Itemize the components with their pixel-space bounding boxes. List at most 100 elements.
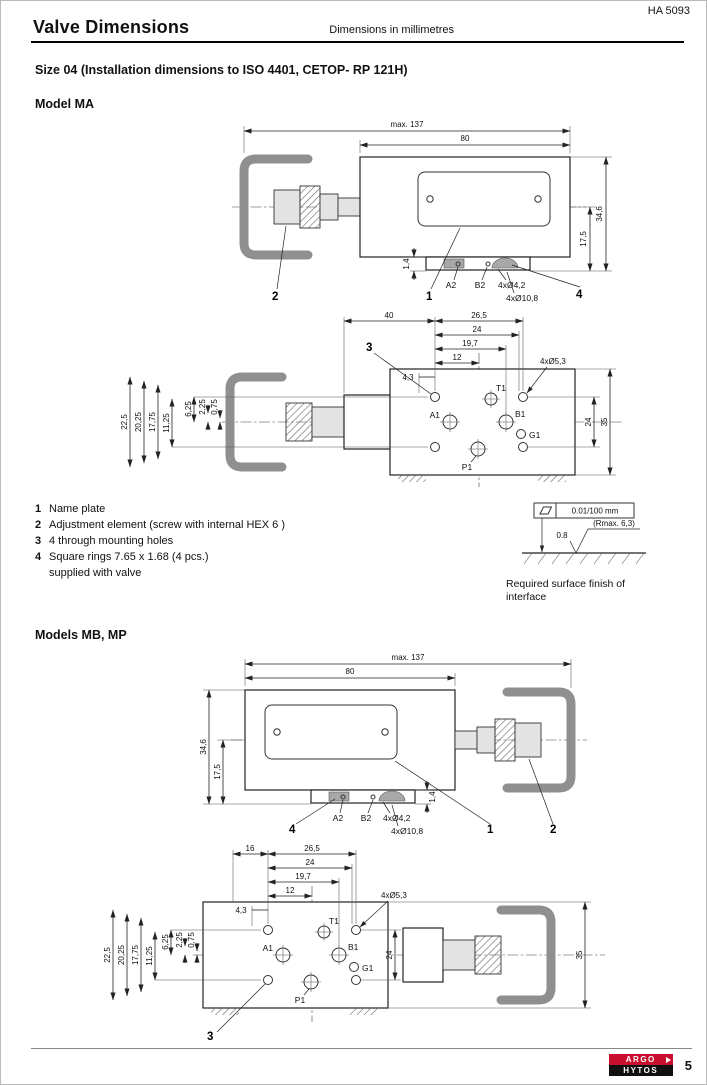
legend-item-3: 3 4 through mounting holes (35, 533, 506, 549)
dim-holes-10-8: 4xØ10,8 (391, 826, 423, 836)
dim-2-25: 2,25 (175, 932, 184, 948)
port-label-b1: B1 (515, 409, 526, 419)
surface-finish-block: 0.01/100 mm 0.8 (Rmax. 6,3) Required sur… (506, 501, 690, 604)
clamp-bracket (239, 154, 313, 260)
mb-top-outline (193, 886, 605, 1022)
dim-12: 12 (453, 353, 462, 362)
callout-4: 4 (576, 289, 583, 301)
dim-holes-5-3: 4xØ5,3 (540, 357, 566, 366)
dim-6-25: 6,25 (184, 401, 193, 417)
legend-text-1: Name plate (49, 503, 106, 515)
adjustment-element (514, 722, 542, 758)
port-label-g1: G1 (529, 430, 541, 440)
dim-22-5: 22,5 (103, 947, 112, 963)
dim-holes-4-2: 4xØ4,2 (498, 280, 526, 290)
dim-24: 24 (306, 858, 315, 867)
port-label-p1: P1 (295, 995, 306, 1005)
port-label-b2: B2 (475, 280, 486, 290)
page-title: Valve Dimensions (33, 17, 190, 37)
title-rule (31, 41, 684, 43)
legend-num-4: 4 (35, 551, 42, 563)
legend-text-4: Square rings 7.65 x 1.68 (4 pcs.) (49, 551, 209, 563)
page-number: 5 (684, 1057, 692, 1073)
legend-num-2: 2 (35, 519, 42, 531)
dim-19-7: 19,7 (295, 872, 311, 881)
valve-body (244, 689, 456, 791)
dim-0-75: 0,75 (187, 932, 196, 948)
surface-caption-line2: interface (506, 591, 547, 603)
title-row: Valve Dimensions Dimensions in millimetr… (1, 1, 706, 38)
mounting-hole (518, 392, 528, 402)
dim-16: 16 (246, 844, 255, 853)
port-label-b1: B1 (348, 942, 359, 952)
callout-1: 1 (426, 291, 433, 303)
dim-20-25: 20,25 (117, 944, 126, 965)
ma-side-outline (232, 154, 586, 271)
port-label-p1: P1 (462, 462, 473, 472)
square-ring (443, 258, 465, 269)
dim-80: 80 (346, 667, 355, 676)
dim-0-75: 0,75 (210, 399, 219, 415)
footer: ARGO HYTOS 5 (31, 1048, 692, 1076)
port-label-a2: A2 (446, 280, 457, 290)
logo-bottom-bar: HYTOS (608, 1065, 673, 1076)
name-plate (417, 171, 551, 227)
mounting-hole (263, 925, 273, 935)
dim-19-7: 19,7 (462, 339, 478, 348)
mb-top-callouts: 3 (207, 983, 266, 1043)
dim-2-25: 2,25 (198, 399, 207, 415)
model-ma-heading: Model MA (35, 97, 95, 111)
dim-max137: max. 137 (392, 653, 425, 662)
roughness-symbol: 0.8 (Rmax. 6,3) (556, 519, 640, 554)
ma-side-dimensions: max. 137 80 17,5 34,6 1,4 A2 B2 (243, 120, 612, 303)
port-label-t1: T1 (496, 383, 506, 393)
dim-11-25: 11,25 (145, 946, 154, 966)
port-label-a1: A1 (263, 943, 274, 953)
port-label-g1: G1 (362, 963, 374, 973)
drawing-model-ma-top-view: A1 B1 T1 G1 P1 40 26,5 24 (120, 311, 624, 487)
port-label-b2: B2 (361, 813, 372, 823)
logo-arrow-icon (665, 1056, 671, 1063)
flatness-value: 0.01/100 mm (572, 507, 619, 516)
callout-2: 2 (550, 824, 556, 836)
port-label-t1: T1 (329, 916, 339, 926)
dim-24: 24 (473, 325, 482, 334)
dim-17-75: 17,75 (131, 944, 140, 965)
mounting-hole (263, 975, 273, 985)
dim-26-5: 26,5 (304, 844, 320, 853)
mounting-hole (351, 975, 361, 985)
subtitle: Dimensions in millimetres (329, 24, 454, 36)
logo-top-bar: ARGO (608, 1054, 673, 1065)
clamp-bracket (496, 905, 556, 1005)
clamp-bracket (502, 687, 576, 793)
argo-hytos-logo: ARGO HYTOS (608, 1054, 673, 1076)
callout-1: 1 (487, 824, 494, 836)
port-g1 (516, 429, 526, 439)
dim-17-75: 17,75 (148, 411, 157, 432)
dim-holes-4-2: 4xØ4,2 (383, 813, 411, 823)
ma-top-callouts: 3 (366, 342, 432, 395)
dim-34-6: 34,6 (595, 206, 604, 222)
port-g1 (349, 962, 359, 972)
ma-side-callouts: 2 1 4 (272, 225, 583, 303)
mounting-hole (430, 442, 440, 452)
mounting-hole (518, 442, 528, 452)
dim-holes-5-3: 4xØ5,3 (381, 891, 407, 900)
dim-max137: max. 137 (391, 120, 424, 129)
dim-20-25: 20,25 (134, 411, 143, 432)
legend-text-3: 4 through mounting holes (49, 535, 174, 547)
ma-top-outline (222, 353, 624, 487)
adjustment-element (273, 189, 301, 225)
dim-35: 35 (600, 417, 609, 426)
callout-4: 4 (289, 824, 296, 836)
mb-top-dimensions: 16 26,5 24 19,7 12 4,3 22,5 20,25 17,75 (103, 844, 591, 1009)
legend-num-3: 3 (35, 535, 42, 547)
roughness-value: 0.8 (556, 531, 568, 540)
callout-3: 3 (207, 1031, 213, 1043)
surface-caption-line1: Required surface finish of (506, 578, 626, 590)
mb-side-dimensions: max. 137 80 17,5 34,6 1,4 A2 B2 (199, 653, 572, 836)
